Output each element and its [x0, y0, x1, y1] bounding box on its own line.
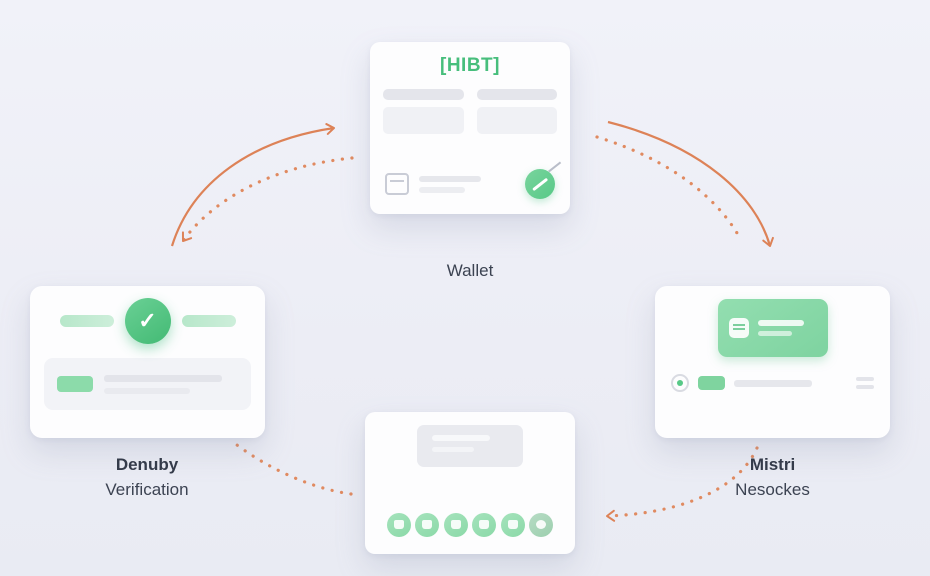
placeholder-line	[419, 175, 481, 182]
identity-label-line2: Verification	[105, 480, 189, 499]
placeholder-line	[734, 379, 812, 387]
arrow-wallet-to-identity-dotted	[181, 156, 354, 243]
placeholder-column	[383, 89, 464, 134]
arrow-identity-to-wallet	[170, 123, 335, 247]
green-badge	[57, 376, 93, 392]
placeholder-line	[104, 374, 222, 382]
identity-label-line1: Denuby	[115, 455, 179, 474]
service-icon	[472, 513, 497, 537]
service-icon	[387, 513, 411, 537]
placeholder-line	[432, 447, 474, 452]
status-dot-icon	[671, 374, 689, 392]
placeholder-lines	[856, 377, 874, 389]
placeholder-bar	[383, 89, 464, 100]
placeholder-line	[432, 435, 490, 441]
identity-verification-card: ✓	[30, 286, 265, 438]
placeholder-bar	[476, 89, 557, 100]
network-detail-row	[671, 374, 874, 392]
placeholder-pill	[59, 315, 114, 327]
placeholder-lines	[757, 320, 804, 336]
placeholder-lines	[104, 374, 222, 394]
placeholder-block	[383, 107, 464, 134]
wallet-placeholder-grid	[370, 89, 570, 134]
identity-label: Denuby Verification	[18, 452, 276, 502]
checkmark-icon: ✓	[124, 298, 171, 344]
network-card	[655, 286, 890, 438]
placeholder-line	[419, 186, 465, 193]
identity-detail-panel	[44, 358, 251, 410]
arrow-wallet-to-network-dotted	[595, 135, 742, 240]
placeholder-line	[757, 331, 792, 336]
network-label-line1: Mistri	[749, 455, 796, 474]
archive-box-icon	[385, 173, 409, 195]
arrow-wallet-to-network	[607, 120, 774, 247]
green-badge	[698, 376, 725, 390]
wallet-card: [HIBT]	[370, 42, 570, 214]
pen-icon	[525, 169, 555, 199]
placeholder-panel	[417, 425, 523, 467]
network-label: Mistri Nesockes	[655, 452, 890, 502]
service-icon	[528, 513, 553, 537]
service-icons-row	[387, 513, 553, 537]
placeholder-column	[476, 89, 557, 134]
service-icon	[415, 513, 440, 537]
placeholder-line	[856, 377, 874, 381]
service-icon	[500, 513, 525, 537]
placeholder-line	[757, 320, 804, 326]
network-label-line2: Nesockes	[735, 480, 810, 499]
placeholder-block	[476, 107, 557, 134]
identity-header-row: ✓	[30, 298, 265, 344]
wallet-label: Wallet	[446, 261, 494, 280]
service-icon	[443, 513, 468, 537]
wallet-footer-row	[385, 169, 555, 199]
green-feature-tile	[717, 299, 828, 357]
placeholder-line	[104, 387, 190, 394]
placeholder-line	[856, 385, 874, 389]
hibt-logo: [HIBT]	[440, 55, 500, 76]
document-icon	[728, 318, 749, 338]
placeholder-pill	[181, 315, 236, 327]
placeholder-lines	[419, 175, 481, 193]
services-card	[365, 412, 575, 554]
